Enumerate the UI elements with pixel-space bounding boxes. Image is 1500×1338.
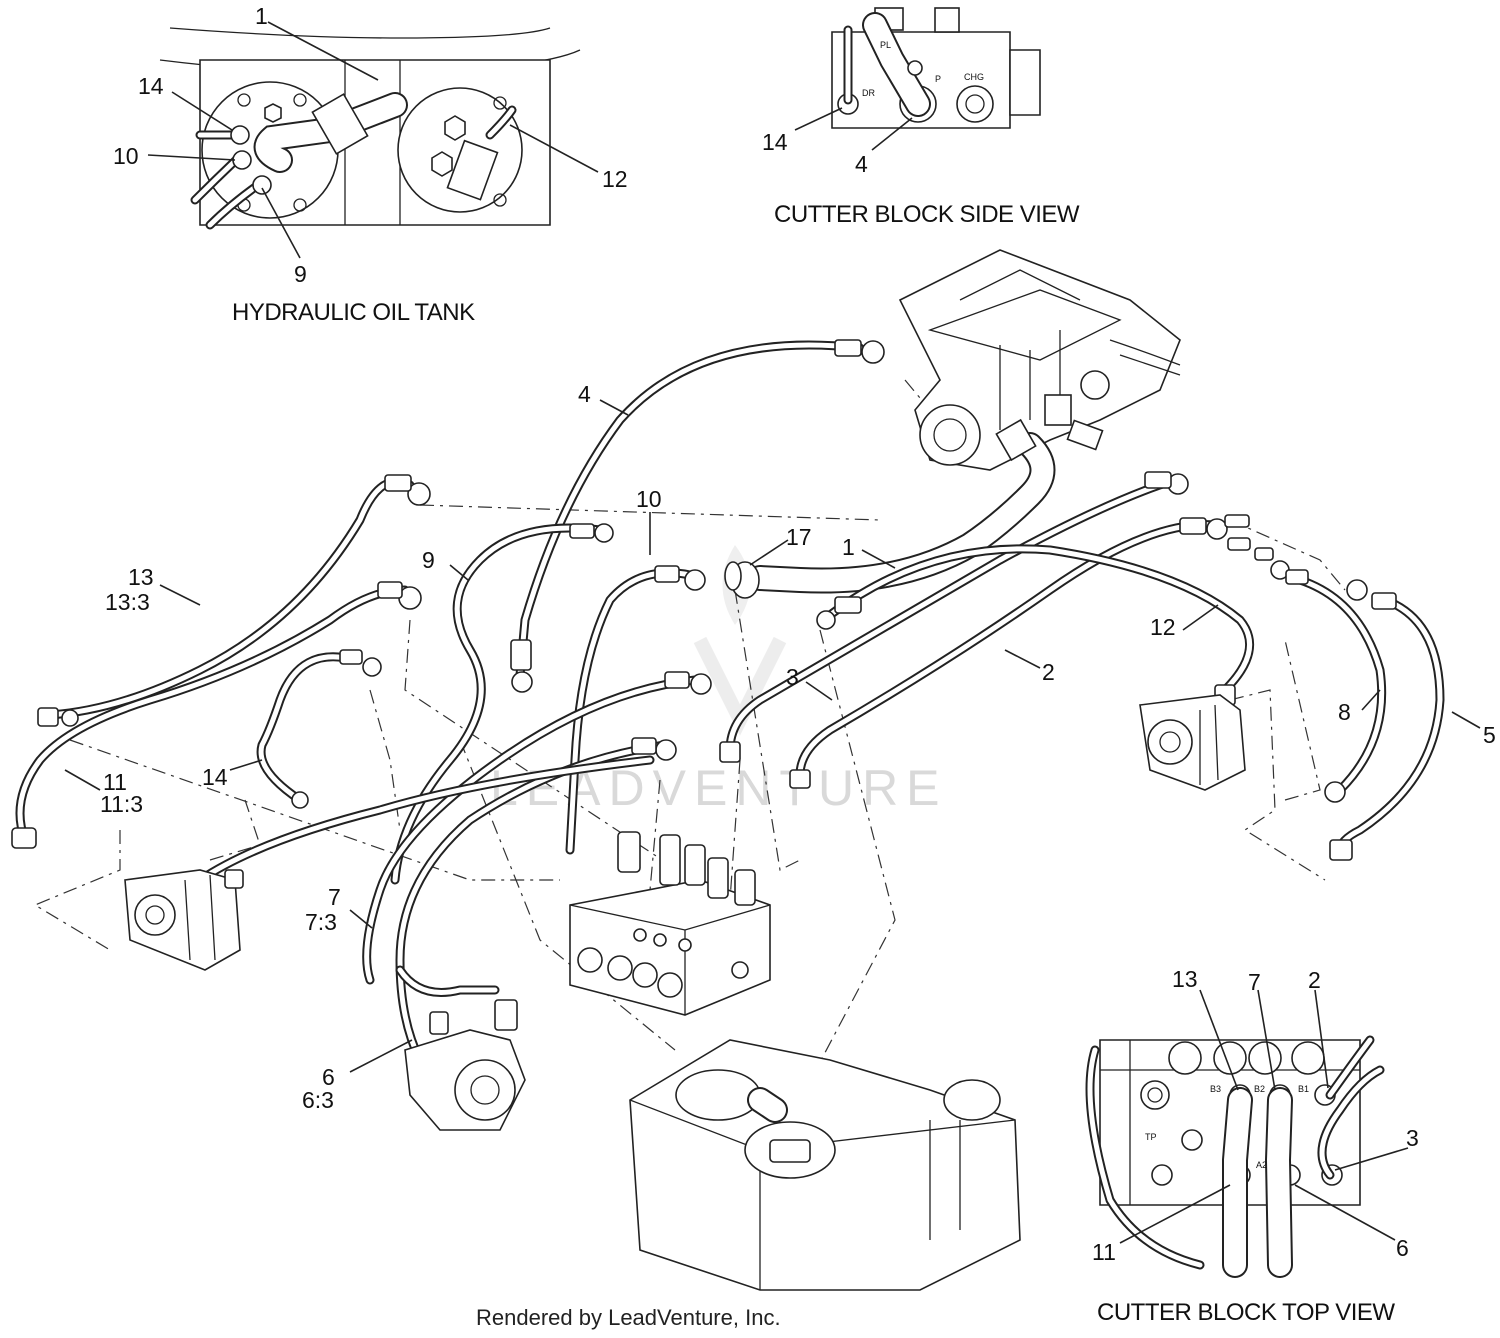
inset-cutter-block-side-view: PL DR P CHG 14 4 CUTTER BLOCK SIDE VIEW: [762, 7, 1080, 228]
callout-hose-7: 7: [328, 884, 341, 910]
inset-hydraulic-oil-tank: 1 14 10 9 12 HYDRAULIC OIL TANK: [113, 3, 628, 326]
caption-cutter-block-side-view: CUTTER BLOCK SIDE VIEW: [774, 201, 1080, 228]
port-label-b3: B3: [1210, 1084, 1221, 1094]
callout-hose-6: 6: [322, 1064, 335, 1090]
callout-top-7: 7: [1248, 969, 1261, 995]
main-callouts: 4 13 13:3 9 10 17 1 12 2 3 14 11 11:3 8 …: [64, 381, 1496, 1113]
port-label-a2: A2: [1256, 1160, 1267, 1170]
callout-top-3: 3: [1406, 1125, 1419, 1151]
callout-part-17: 17: [786, 524, 812, 550]
callout-hose-8: 8: [1338, 699, 1351, 725]
port-label-p: P: [935, 74, 941, 84]
caption-cutter-block-top-view: CUTTER BLOCK TOP VIEW: [1097, 1299, 1395, 1326]
callout-hose-10: 10: [636, 486, 662, 512]
port-label-tp: TP: [1145, 1132, 1157, 1142]
callout-hose-13-3: 13:3: [105, 589, 150, 615]
callout-top-6: 6: [1396, 1235, 1409, 1261]
callout-top-13: 13: [1172, 966, 1198, 992]
callout-hose-4: 4: [578, 381, 591, 407]
callout-hose-1: 1: [842, 534, 855, 560]
callout-tank-14: 14: [138, 73, 164, 99]
render-credit: Rendered by LeadVenture, Inc.: [476, 1305, 781, 1330]
callout-hose-9: 9: [422, 547, 435, 573]
callout-side-14: 14: [762, 129, 788, 155]
callout-tank-1: 1: [255, 3, 268, 29]
callout-hose-2: 2: [1042, 659, 1055, 685]
callout-hose-12: 12: [1150, 614, 1176, 640]
caption-hydraulic-oil-tank: HYDRAULIC OIL TANK: [232, 299, 475, 326]
callout-hose-13: 13: [128, 564, 154, 590]
callout-hose-3: 3: [786, 664, 799, 690]
callout-hose-11: 11: [103, 769, 127, 795]
port-label-chg: CHG: [964, 72, 984, 82]
port-label-dr: DR: [862, 88, 875, 98]
port-label-b2: B2: [1254, 1084, 1265, 1094]
callout-tank-10: 10: [113, 143, 139, 169]
callout-hose-7-3: 7:3: [305, 909, 337, 935]
inset-cutter-block-top-view: B3 B2 B1 TP A2 13 7 2 3 11 6 CUTTER BLOC…: [1085, 966, 1419, 1326]
callout-top-11: 11: [1092, 1239, 1116, 1265]
port-label-pl: PL: [880, 40, 891, 50]
callout-hose-5: 5: [1483, 722, 1496, 748]
callout-hose-14: 14: [202, 764, 228, 790]
callout-top-2: 2: [1308, 967, 1321, 993]
callout-side-4: 4: [855, 151, 868, 177]
callout-tank-12: 12: [602, 166, 628, 192]
main-assembly: [11, 249, 1445, 1291]
port-label-b1: B1: [1298, 1084, 1309, 1094]
callout-tank-9: 9: [294, 261, 307, 287]
callout-hose-6-3: 6:3: [302, 1087, 334, 1113]
callout-hose-11-3: 11:3: [100, 791, 143, 817]
